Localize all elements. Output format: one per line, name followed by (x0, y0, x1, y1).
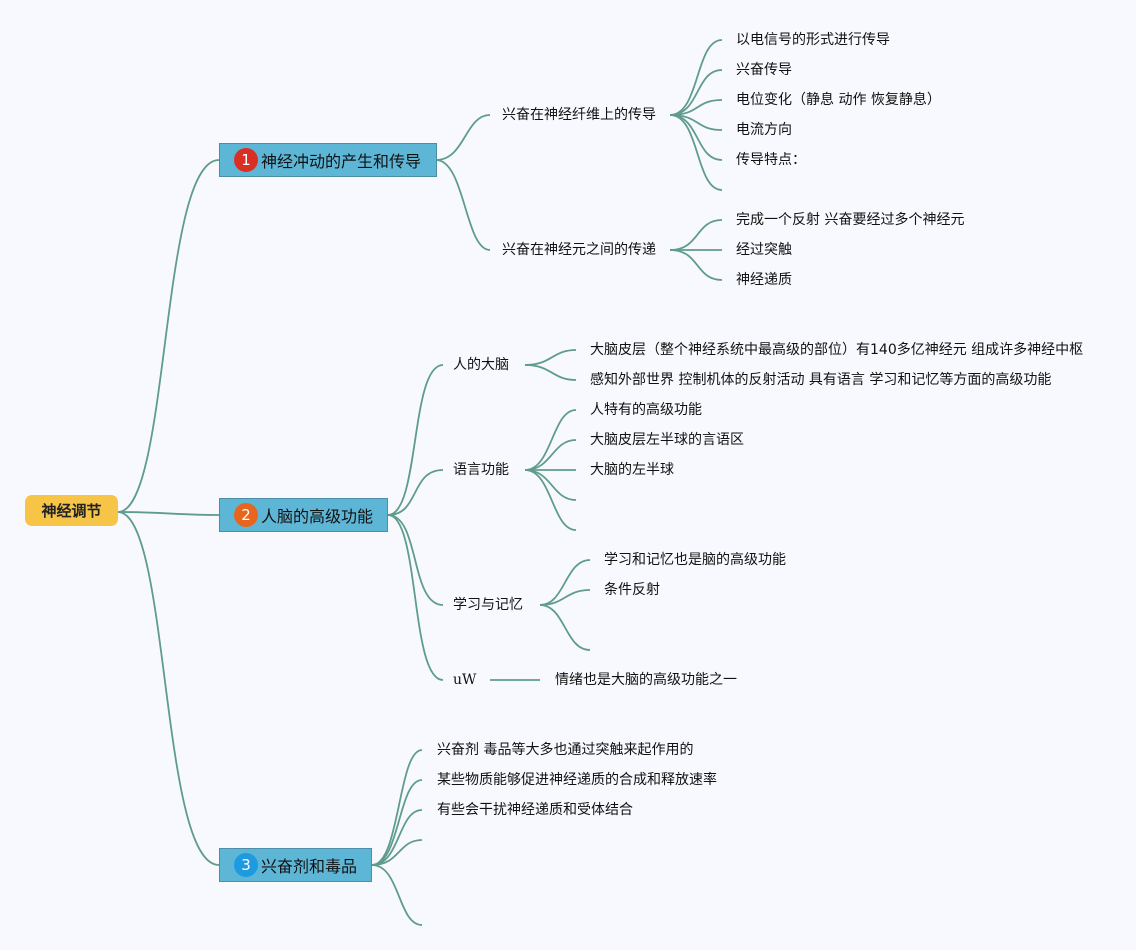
leaf-item[interactable]: 情绪也是大脑的高级功能之一 (555, 672, 737, 688)
leaf-item[interactable]: 兴奋剂 毒品等大多也通过突触来起作用的 (437, 742, 694, 758)
subtopic[interactable]: 兴奋在神经元之间的传递 (502, 242, 656, 258)
leaf-item[interactable]: 大脑皮层左半球的言语区 (590, 432, 744, 448)
subtopic[interactable]: uW (453, 672, 477, 688)
leaf-item[interactable]: 学习和记忆也是脑的高级功能 (604, 552, 786, 568)
subtopic[interactable]: 人的大脑 (453, 357, 509, 373)
leaf-item[interactable]: 条件反射 (604, 582, 660, 598)
leaf-item[interactable]: 大脑皮层（整个神经系统中最高级的部位）有140多亿神经元 组成许多神经中枢 (590, 342, 1084, 358)
leaf-item[interactable]: 以电信号的形式进行传导 (736, 32, 890, 48)
leaf-item[interactable]: 某些物质能够促进神经递质的合成和释放速率 (437, 772, 717, 788)
leaf-item[interactable]: 电流方向 (736, 122, 792, 138)
leaf-item[interactable]: 人特有的高级功能 (590, 402, 702, 418)
subtopic[interactable]: 兴奋在神经纤维上的传导 (502, 107, 656, 123)
subtopic[interactable]: 学习与记忆 (453, 597, 523, 613)
main-topic-2[interactable]: 2 人脑的高级功能 (219, 498, 388, 532)
leaf-item[interactable]: 电位变化（静息 动作 恢复静息） (736, 92, 941, 108)
main-topic-label: 人脑的高级功能 (261, 507, 374, 526)
leaf-item[interactable]: 经过突触 (736, 242, 792, 258)
leaf-item[interactable]: 大脑的左半球 (590, 462, 674, 478)
main-topic-label: 神经冲动的产生和传导 (261, 152, 422, 171)
main-topic-label: 兴奋剂和毒品 (261, 857, 358, 876)
root-topic[interactable]: 神经调节 (25, 495, 118, 526)
leaf-item[interactable]: 有些会干扰神经递质和受体结合 (437, 802, 633, 818)
main-topic-1[interactable]: 1 神经冲动的产生和传导 (219, 143, 437, 177)
number-badge-icon: 2 (234, 503, 258, 527)
leaf-item[interactable]: 传导特点： (736, 152, 806, 168)
main-topic-3[interactable]: 3 兴奋剂和毒品 (219, 848, 372, 882)
subtopic[interactable]: 语言功能 (453, 462, 509, 478)
leaf-item[interactable]: 感知外部世界 控制机体的反射活动 具有语言 学习和记忆等方面的高级功能 (590, 372, 1052, 388)
leaf-item[interactable]: 兴奋传导 (736, 62, 792, 78)
leaf-item[interactable]: 神经递质 (736, 272, 792, 288)
number-badge-icon: 3 (234, 853, 258, 877)
leaf-item[interactable]: 完成一个反射 兴奋要经过多个神经元 (736, 212, 965, 228)
number-badge-icon: 1 (234, 148, 258, 172)
